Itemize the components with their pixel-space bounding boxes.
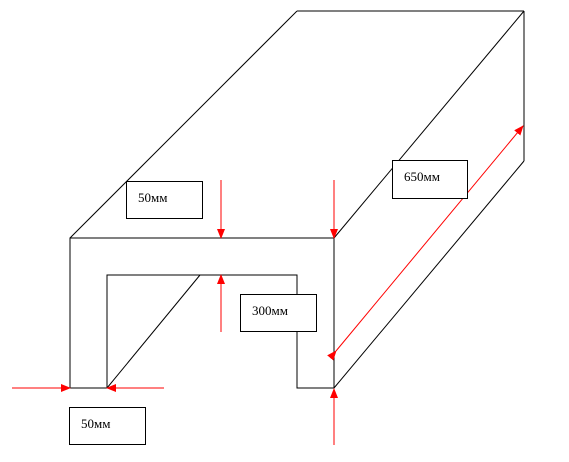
top-right-edge <box>333 10 525 239</box>
inner-cavity-edge <box>106 274 201 389</box>
length-label: 650мм <box>392 160 468 199</box>
length-dimension-line <box>327 125 524 361</box>
dimension-arrows <box>12 125 524 445</box>
inner-height-label: 300мм <box>240 294 317 332</box>
wall-thickness-label: 50мм <box>69 407 146 445</box>
top-left-edge <box>69 10 298 239</box>
top-thickness-label: 50мм <box>126 181 203 219</box>
